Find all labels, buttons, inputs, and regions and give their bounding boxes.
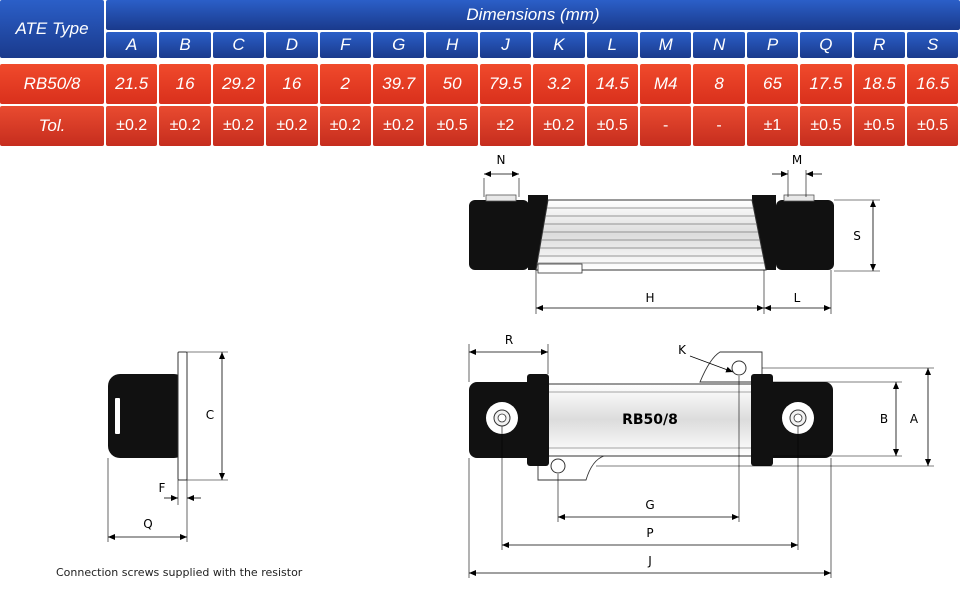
value-Q: 17.5 [800, 64, 852, 104]
side-left-collar [528, 195, 548, 270]
tolerance-B: ±0.2 [159, 106, 211, 146]
label-J: J [647, 554, 652, 568]
ate-type-header: ATE Type [0, 0, 104, 58]
tolerance-H: ±0.5 [426, 106, 478, 146]
top-left-collar [527, 374, 549, 466]
col-header-P: P [746, 32, 799, 58]
col-header-L: L [586, 32, 638, 58]
top-view: RB50/8 R K B A G [468, 333, 934, 578]
side-left-terminal [485, 194, 517, 202]
tolerance-C: ±0.2 [212, 106, 265, 146]
col-header-C: C [212, 32, 265, 58]
label-F: F [159, 481, 166, 495]
col-header-Q: Q [800, 32, 852, 58]
label-C: C [206, 408, 214, 422]
col-header-N: N [693, 32, 745, 58]
value-P: 65 [746, 64, 799, 104]
row-label-type: RB50/8 [0, 64, 104, 104]
side-right-terminal [783, 194, 815, 202]
tolerance-G: ±0.2 [373, 106, 425, 146]
tolerance-S: ±0.5 [907, 106, 959, 146]
tolerance-Q: ±0.5 [800, 106, 852, 146]
value-F: 2 [319, 64, 371, 104]
value-R: 18.5 [853, 64, 905, 104]
top-right-collar [751, 374, 773, 466]
value-A: 21.5 [106, 64, 158, 104]
col-header-R: R [853, 32, 905, 58]
col-header-H: H [426, 32, 478, 58]
col-header-F: F [319, 32, 371, 58]
dimensions-group-header: Dimensions (mm) [106, 0, 960, 30]
side-bracket [537, 263, 583, 274]
col-header-M: M [640, 32, 692, 58]
value-B: 16 [159, 64, 211, 104]
col-header-D: D [266, 32, 318, 58]
value-H: 50 [426, 64, 478, 104]
label-S: S [853, 229, 861, 243]
col-header-A: A [106, 32, 158, 58]
label-N: N [497, 153, 506, 167]
value-D: 16 [266, 64, 318, 104]
tolerance-R: ±0.5 [853, 106, 905, 146]
label-L: L [794, 291, 801, 305]
side-view: N M S H L [469, 153, 880, 314]
top-fins [547, 383, 753, 457]
value-C: 29.2 [212, 64, 265, 104]
caption: Connection screws supplied with the resi… [56, 566, 303, 579]
end-view: C F Q [107, 351, 228, 542]
side-right-collar [752, 195, 776, 270]
label-K: K [678, 343, 687, 357]
label-B: B [880, 412, 888, 426]
tolerance-L: ±0.5 [586, 106, 638, 146]
bracket-hole-lower [550, 458, 566, 474]
part-label: RB50/8 [622, 412, 678, 428]
value-S: 16.5 [907, 64, 959, 104]
side-left-cap [469, 200, 529, 270]
value-N: 8 [693, 64, 745, 104]
tolerance-P: ±1 [746, 106, 799, 146]
value-K: 3.2 [533, 64, 585, 104]
tolerance-D: ±0.2 [266, 106, 318, 146]
tolerance-K: ±0.2 [533, 106, 585, 146]
col-header-G: G [373, 32, 425, 58]
label-A: A [910, 412, 919, 426]
tolerance-N: - [693, 106, 745, 146]
label-P: P [646, 526, 653, 540]
end-cap [108, 374, 186, 458]
value-J: 79.5 [479, 64, 532, 104]
col-header-J: J [479, 32, 532, 58]
side-fins [535, 199, 767, 271]
col-header-B: B [159, 32, 211, 58]
tolerance-F: ±0.2 [319, 106, 371, 146]
label-G: G [645, 498, 654, 512]
tolerance-M: - [640, 106, 692, 146]
col-header-K: K [533, 32, 585, 58]
row-label-tolerance: Tol. [0, 106, 104, 146]
value-M: M4 [640, 64, 692, 104]
label-M: M [792, 153, 802, 167]
value-L: 14.5 [586, 64, 638, 104]
label-R: R [505, 333, 513, 347]
tolerance-J: ±2 [479, 106, 532, 146]
label-Q: Q [143, 517, 152, 531]
label-H: H [645, 291, 654, 305]
bracket-hole-upper [731, 360, 747, 376]
tolerance-A: ±0.2 [106, 106, 158, 146]
col-header-S: S [907, 32, 959, 58]
value-G: 39.7 [373, 64, 425, 104]
end-plate [177, 351, 188, 481]
side-right-cap [776, 200, 834, 270]
